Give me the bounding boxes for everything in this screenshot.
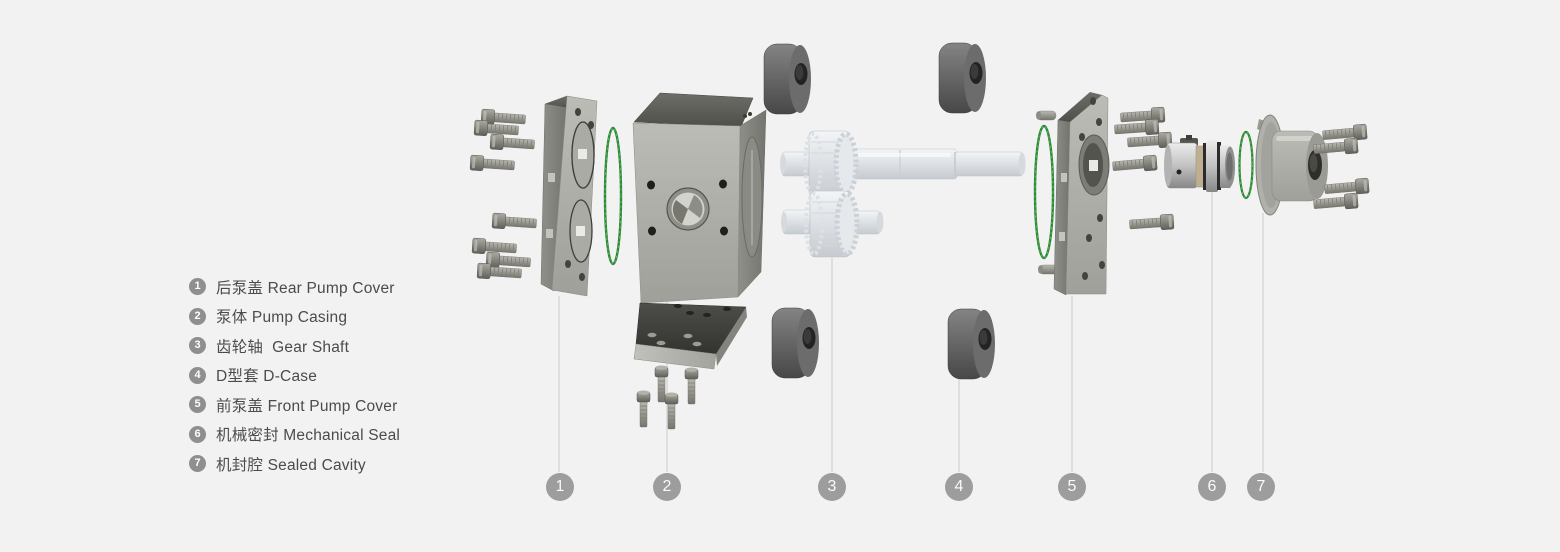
legend-item-gear-shaft: 3 齿轮轴 Gear Shaft (189, 335, 400, 356)
legend-label-4: D型套 D-Case (216, 368, 318, 385)
part-marker-1: 1 (546, 473, 574, 501)
legend-label-1: 后泵盖 Rear Pump Cover (216, 279, 395, 297)
gear-shaft-graphic (780, 130, 1026, 258)
mechanical-seal-graphic (1164, 135, 1235, 192)
legend-label-5: 前泵盖 Front Pump Cover (216, 397, 398, 415)
oring-seal-graphic (1238, 130, 1254, 200)
rear-cover-screws-graphic (469, 108, 538, 282)
front-pump-cover-graphic (1053, 92, 1110, 296)
legend-label-6: 机械密封 Mechanical Seal (216, 427, 401, 444)
oring-rear-graphic (603, 126, 623, 266)
pump-casing-graphic (632, 92, 767, 304)
legend-item-d-case: 4 D型套 D-Case (189, 365, 400, 386)
parts-legend: 1 后泵盖 Rear Pump Cover 2 泵体 Pump Casing 3… (189, 276, 400, 474)
part-marker-6: 6 (1198, 473, 1226, 501)
legend-bullet-3: 3 (189, 337, 206, 354)
legend-bullet-7: 7 (189, 455, 206, 472)
legend-bullet-6: 6 (189, 425, 206, 443)
part-marker-5: 5 (1058, 473, 1086, 501)
legend-bullet-4: 4 (189, 366, 206, 384)
oring-front-graphic (1033, 124, 1055, 260)
legend-label-3: 齿轮轴 Gear Shaft (216, 338, 350, 356)
legend-label-7: 机封腔 Sealed Cavity (216, 456, 366, 474)
legend-bullet-5: 5 (189, 396, 206, 413)
rear-pump-cover-graphic (540, 95, 598, 297)
legend-bullet-1: 1 (189, 278, 206, 295)
legend-item-front-pump-cover: 5 前泵盖 Front Pump Cover (189, 394, 400, 415)
part-marker-4: 4 (945, 473, 973, 501)
legend-item-mechanical-seal: 6 机械密封 Mechanical Seal (189, 424, 400, 445)
legend-item-rear-pump-cover: 1 后泵盖 Rear Pump Cover (189, 276, 400, 297)
part-marker-7: 7 (1247, 473, 1275, 501)
part-marker-3: 3 (818, 473, 846, 501)
part-marker-2: 2 (653, 473, 681, 501)
legend-item-sealed-cavity: 7 机封腔 Sealed Cavity (189, 453, 400, 474)
legend-item-pump-casing: 2 泵体 Pump Casing (189, 306, 400, 327)
mounting-plate-graphic (633, 302, 747, 370)
legend-label-2: 泵体 Pump Casing (216, 309, 348, 326)
legend-bullet-2: 2 (189, 307, 206, 325)
